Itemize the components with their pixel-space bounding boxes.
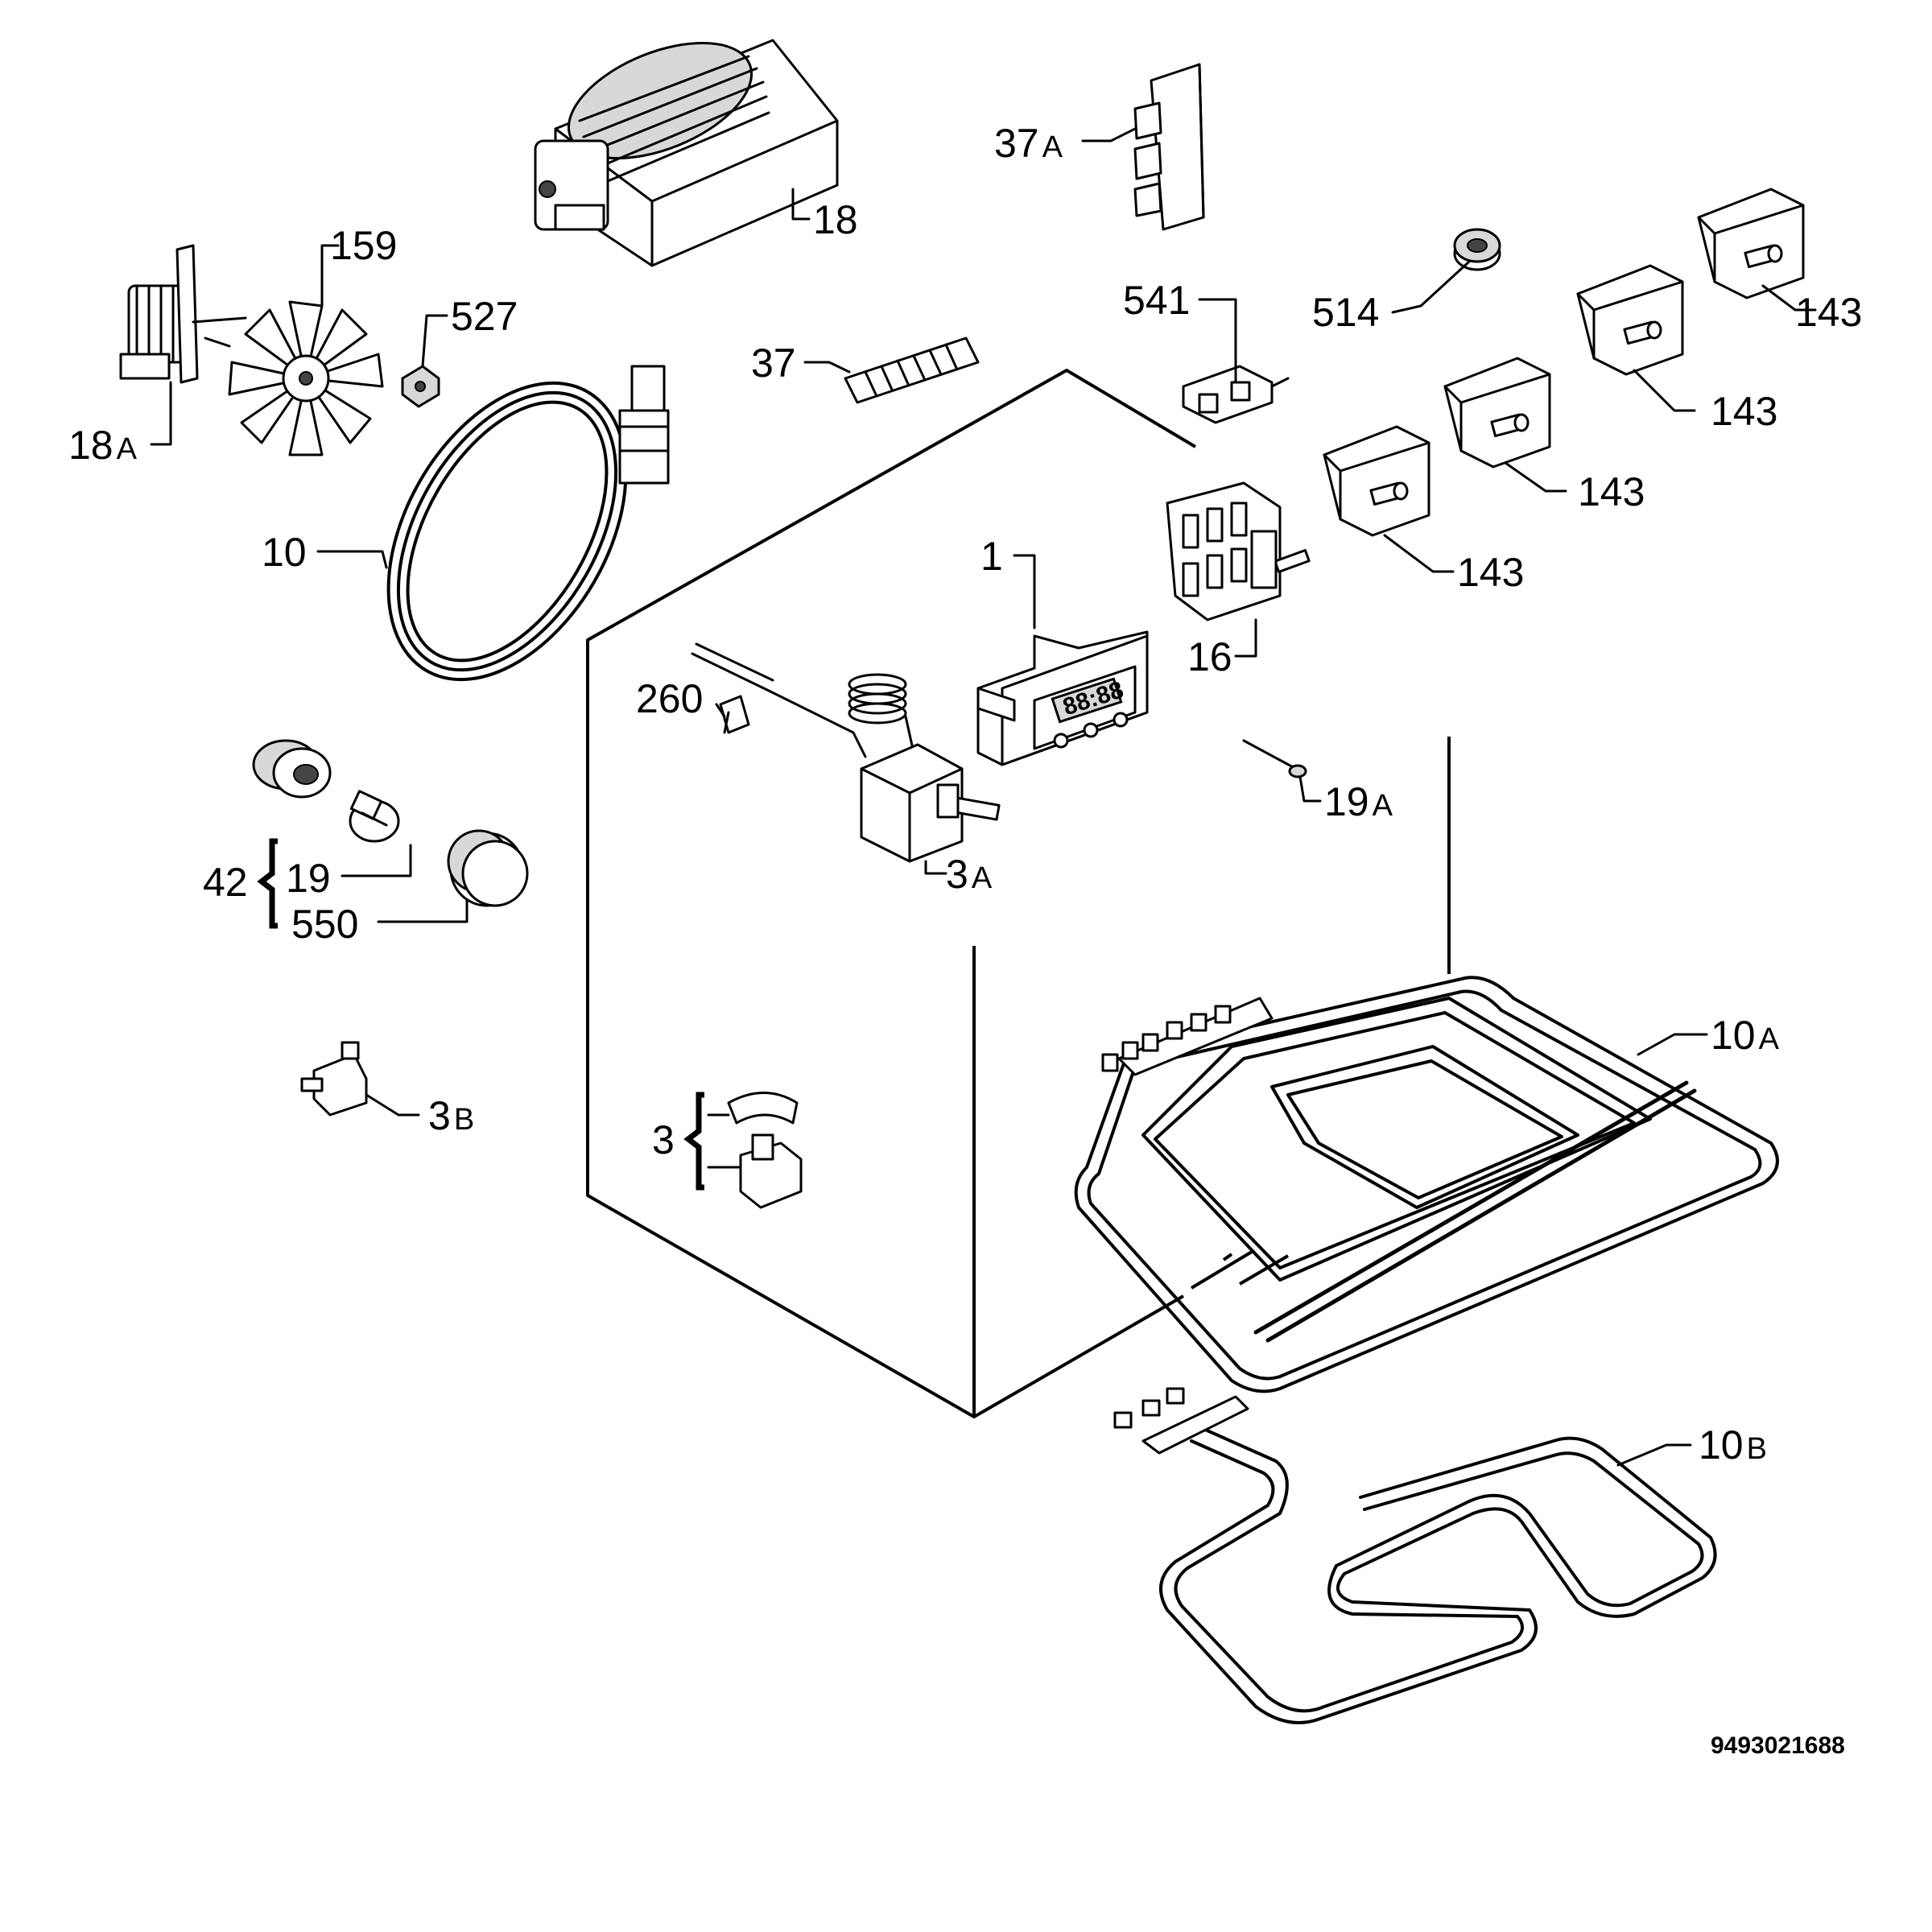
callout-143-3: 143 — [1578, 469, 1645, 514]
leader-143-2 — [1633, 369, 1696, 412]
document-number: 9493021688 — [1711, 1732, 1845, 1759]
leader-37 — [803, 361, 851, 374]
leader-18 — [791, 188, 811, 221]
circular-heating-element — [386, 365, 670, 682]
leader-550 — [377, 898, 469, 923]
grill-heating-element — [1074, 976, 1779, 1393]
leader-3b — [365, 1093, 420, 1117]
callout-550: 550 — [291, 902, 358, 947]
callout-143-4: 143 — [1457, 550, 1524, 595]
leader-19 — [341, 844, 412, 877]
control-knob-4 — [1323, 425, 1430, 537]
thermostat — [691, 642, 1001, 863]
callout-1: 1 — [980, 534, 1003, 579]
cutout-thermostat — [739, 1133, 803, 1209]
bottom-heating-element — [1113, 1387, 1717, 1724]
leader-19a — [1298, 775, 1322, 803]
safety-thermostat — [300, 1041, 368, 1117]
callout-42: 42 — [203, 860, 248, 905]
knob-spring — [1453, 228, 1501, 271]
electronic-timer: 88:88 — [976, 630, 1149, 766]
tangential-fan — [534, 39, 839, 267]
leader-159 — [320, 244, 340, 308]
fan-nut — [401, 365, 440, 408]
leader-143-1 — [1761, 284, 1817, 312]
callout-143-1: 143 — [1795, 290, 1862, 335]
leader-37a — [1081, 127, 1137, 142]
lamp-glass-cover — [447, 829, 529, 907]
callout-18: 18 — [813, 197, 858, 242]
callout-16: 16 — [1187, 634, 1232, 679]
lamp-bulb — [349, 790, 400, 843]
terminal-block — [844, 336, 980, 404]
leader-16 — [1234, 618, 1257, 658]
leader-3a — [924, 860, 947, 875]
leader-541 — [1198, 298, 1237, 384]
oven-cavity-outline — [586, 369, 1451, 1418]
control-knob-3 — [1443, 357, 1551, 469]
fan-motor — [119, 244, 247, 384]
control-knob-1 — [1697, 188, 1805, 299]
lamp-holder — [252, 739, 332, 799]
leader-10a — [1637, 1033, 1708, 1056]
callout-3: 3 — [652, 1117, 675, 1162]
bracket-3 — [683, 1092, 704, 1191]
leader-10 — [316, 550, 388, 569]
callout-541: 541 — [1123, 278, 1190, 323]
fan-blade — [228, 300, 384, 456]
leader-10b — [1616, 1443, 1692, 1467]
leader-514 — [1391, 260, 1471, 314]
selector-switch — [1166, 481, 1311, 621]
callout-260: 260 — [636, 676, 703, 721]
door-switch — [1182, 365, 1290, 424]
leader-1 — [1013, 554, 1036, 630]
bracket-42 — [257, 838, 278, 929]
callout-143-2: 143 — [1711, 389, 1777, 434]
capillary-clip — [719, 695, 750, 734]
leader-143-4 — [1383, 534, 1455, 573]
callout-527: 527 — [451, 294, 518, 339]
callout-514: 514 — [1312, 290, 1379, 335]
leader-143-3 — [1504, 461, 1567, 493]
callout-19: 19 — [286, 856, 331, 901]
callout-159: 159 — [330, 223, 397, 268]
terminal-strip-bracket — [1133, 63, 1205, 231]
callout-37: 37 — [751, 341, 796, 386]
cutout-clip — [727, 1092, 799, 1125]
control-knob-2 — [1576, 264, 1684, 376]
oven-light-wire — [1242, 739, 1307, 778]
callout-10: 10 — [262, 530, 307, 575]
leader-527 — [421, 314, 448, 368]
leader-260 — [715, 703, 726, 718]
leader-18a — [150, 381, 172, 446]
